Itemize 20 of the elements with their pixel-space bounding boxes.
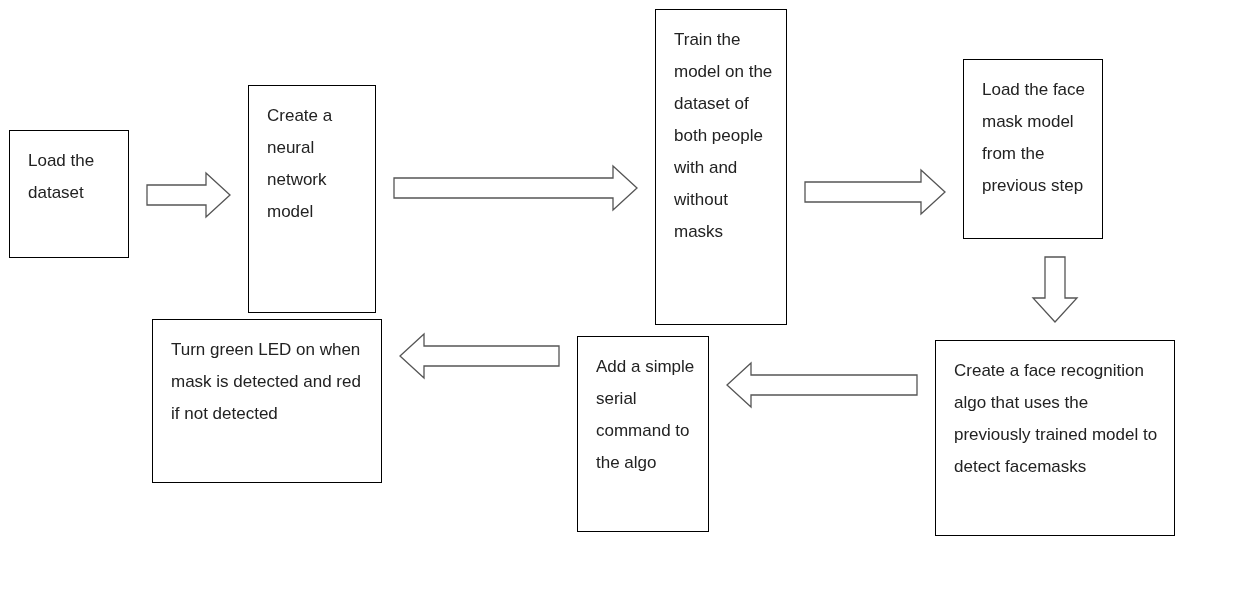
step-text: Add a simple serial command to the algo [596,356,696,474]
block-arrow [146,171,231,219]
process-box [935,340,1175,536]
block-arrow [393,164,638,212]
process-box [9,130,129,258]
process-box [248,85,376,313]
step-text: Create a face recognition algo that uses the previously trained model to detect facemasks [954,360,1159,478]
process-box [655,9,787,325]
step-text: Create a neural network model [267,105,334,223]
process-box [152,319,382,483]
block-arrow [726,361,918,409]
process-box [577,336,709,532]
block-arrow [1031,256,1079,323]
step-text: Turn green LED on when mask is detected and red if not detected [171,339,362,425]
step-text: Load the face mask model from the previous step [982,79,1087,197]
step-text: Train the model on the dataset of both people with and without masks [674,29,774,243]
block-arrow [804,168,946,216]
step-text: Load the dataset [28,150,96,204]
block-arrow [399,332,560,380]
process-box [963,59,1103,239]
